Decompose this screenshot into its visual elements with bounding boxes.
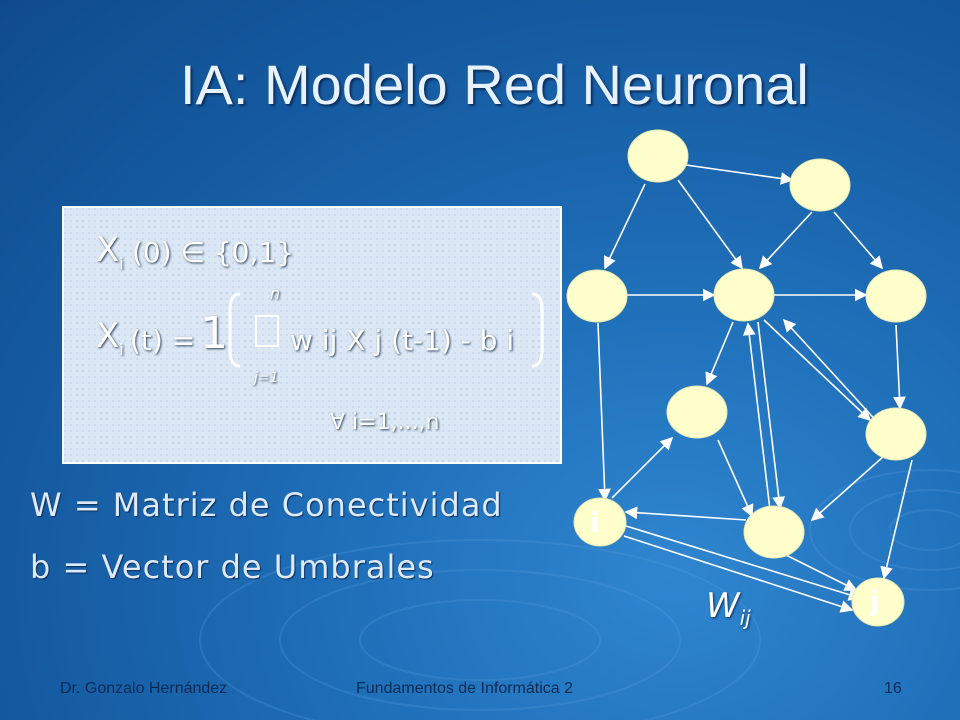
edge-label-sub: ij: [739, 605, 751, 630]
neuron-node-i: [573, 497, 627, 547]
sub-i: i: [119, 253, 124, 273]
formula-forall: ∀ i=1,...,n: [330, 410, 440, 435]
definition-b: b = Vector de Umbrales: [30, 548, 435, 586]
var-x: X: [96, 316, 120, 356]
neuron-node: [566, 269, 628, 323]
edge: [717, 439, 754, 518]
edge: [810, 455, 885, 522]
edge: [742, 322, 771, 511]
edge: [625, 525, 862, 601]
node-j-label: j: [870, 584, 880, 617]
node-i-label: i: [590, 506, 600, 539]
edge-label-w: W: [706, 586, 740, 626]
footer-author: Dr. Gonzalo Hernández: [60, 680, 228, 697]
edge: [597, 322, 611, 502]
edge: [782, 318, 881, 426]
formula-line2-var: Xi: [96, 316, 124, 359]
edge: [685, 164, 794, 185]
slide-title: IA: Modelo Red Neuronal: [180, 53, 809, 116]
formula-line2-terms: w ij X j (t-1) - b i: [290, 324, 515, 357]
formula-brackets: [228, 292, 544, 368]
edge: [763, 319, 872, 422]
edge: [775, 549, 858, 591]
sub-i: i: [119, 339, 124, 359]
neuron-node: [789, 158, 851, 212]
formula-line1-rest: (0) ∈ {0,1}: [132, 236, 295, 269]
edge: [611, 436, 674, 499]
neuron-node: [865, 269, 927, 323]
footer-course: Fundamentos de Informática 2: [356, 680, 574, 697]
formula-box: [62, 206, 562, 464]
definition-w: W = Matriz de Conectividad: [30, 486, 503, 524]
formula-line1-var: Xi: [96, 230, 124, 273]
neuron-node: [666, 385, 728, 439]
neural-network-diagram: [566, 129, 927, 627]
neuron-node: [627, 129, 689, 183]
neuron-node-j: [851, 577, 905, 627]
edge: [604, 183, 646, 270]
edge: [624, 506, 747, 521]
edge: [758, 211, 813, 270]
formula-activation-one: 1: [200, 308, 228, 359]
footer-page-number: 16: [884, 680, 902, 697]
sum-upper-limit: n: [270, 284, 281, 303]
neuron-node: [713, 268, 775, 322]
sum-lower-limit: j=1: [254, 370, 279, 386]
edge: [623, 535, 854, 613]
edge: [880, 459, 913, 580]
edge: [677, 179, 743, 270]
neuron-node: [865, 407, 927, 461]
edge: [757, 321, 786, 510]
edge: [705, 321, 734, 386]
edge-weight-label: Wij: [706, 586, 751, 630]
var-x: X: [96, 230, 120, 270]
edge: [893, 324, 906, 410]
formula-line2-mid: (t) =: [130, 324, 196, 357]
neuron-node: [743, 505, 805, 559]
edge: [833, 211, 884, 270]
